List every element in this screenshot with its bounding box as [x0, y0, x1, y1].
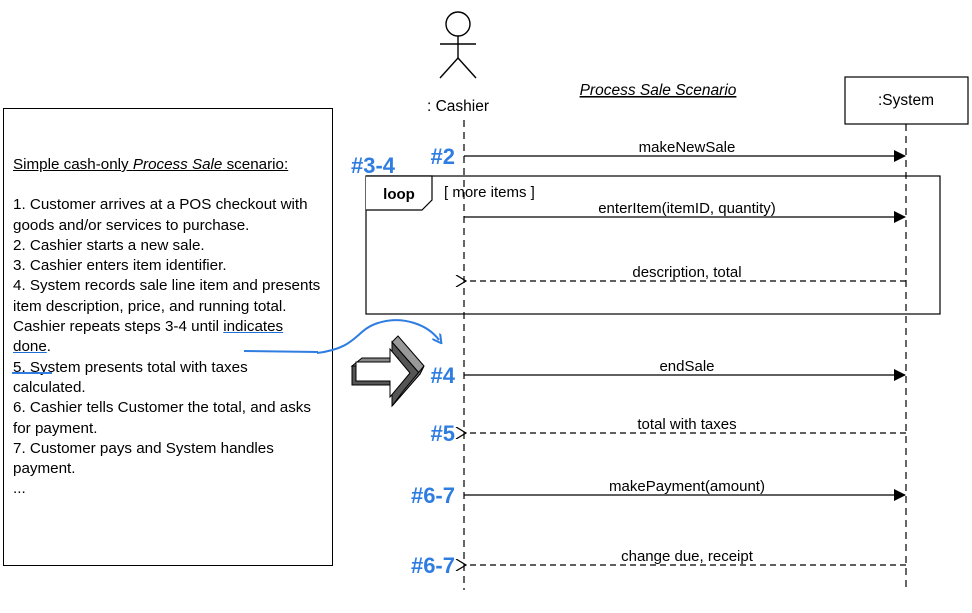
step-annotation: #6-7: [411, 553, 455, 578]
messages-group: makeNewSale #2 enterItem(itemID, quantity)…: [411, 139, 906, 578]
loop-fragment: [365, 175, 941, 315]
scenario-step: 4. System records sale line item and pre…: [13, 277, 321, 315]
scenario-step: 7. Customer pays and System handles paym…: [13, 439, 274, 478]
actor-label: : Cashier: [427, 98, 489, 115]
block-arrow-icon: [350, 335, 425, 408]
message-label: makeNewSale: [639, 139, 736, 156]
loop-tag-box: [366, 175, 433, 211]
loop-step-annotation: #3-4: [351, 153, 396, 178]
step-annotation: #5: [431, 421, 455, 446]
scenario-step: 3. Cashier enters item identifier.: [13, 257, 227, 275]
diagram-title: Process Sale Scenario: [580, 82, 737, 99]
message-label: description, total: [632, 264, 741, 281]
message-label: makePayment(amount): [609, 478, 765, 495]
loop-tag: loop: [383, 186, 415, 203]
annotation-underline: [243, 350, 319, 353]
actor-icon: [439, 11, 477, 79]
scenario-repeat-step: Cashier repeats steps 3-4 until indicate…: [13, 318, 284, 356]
scenario-title: Simple cash-only Process Sale scenario:: [13, 156, 289, 173]
message-label: change due, receipt: [621, 548, 754, 565]
scenario-step: 1. Customer arrives at a POS checkout wi…: [13, 196, 308, 234]
scenario-step: ...: [13, 480, 26, 498]
curved-annotation-arrow: [316, 319, 439, 354]
scenario-step: 6. Cashier tells Customer the total, and…: [13, 399, 311, 437]
scenario-textbox: Simple cash-only Process Sale scenario: …: [3, 108, 333, 566]
step-annotation: #6-7: [411, 483, 455, 508]
scenario-step: 2. Cashier starts a new sale.: [13, 236, 205, 254]
step-annotation: #4: [431, 363, 456, 388]
system-label: :System: [878, 92, 934, 109]
system-lifeline-head: [844, 76, 969, 125]
message-label: endSale: [659, 358, 714, 375]
message-label: enterItem(itemID, quantity): [598, 200, 776, 217]
step-annotation: #2: [431, 144, 455, 169]
scenario-step: 5. System presents total with taxes calc…: [13, 358, 248, 396]
message-label: total with taxes: [637, 416, 736, 433]
loop-guard: [ more items ]: [444, 184, 535, 201]
